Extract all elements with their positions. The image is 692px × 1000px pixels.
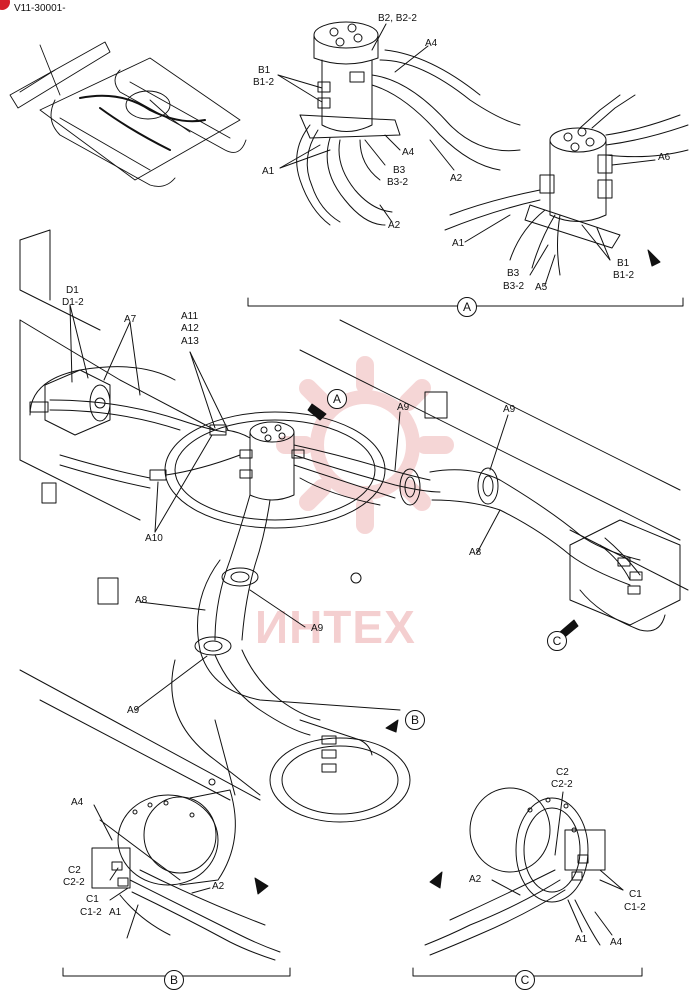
label-c-a4: A4 bbox=[610, 937, 623, 948]
label-d1: D1 bbox=[66, 285, 79, 296]
label-a8-right: A8 bbox=[469, 547, 482, 558]
label-c-c2: C2 bbox=[556, 767, 569, 778]
label-b-c2: C2 bbox=[68, 865, 81, 876]
callout-b-bottom: B bbox=[164, 970, 184, 990]
label-a13: A13 bbox=[181, 336, 199, 347]
label-b-a1: A1 bbox=[109, 907, 122, 918]
label-b-a4: A4 bbox=[71, 797, 84, 808]
label-a4-mid: A4 bbox=[402, 147, 415, 158]
label-b1-right: B1 bbox=[617, 258, 630, 269]
label-a9-1: A9 bbox=[397, 402, 410, 413]
label-a4-top: A4 bbox=[425, 38, 438, 49]
label-a12: A12 bbox=[181, 323, 199, 334]
watermark-text: ИНТЕХ bbox=[255, 601, 416, 653]
label-d1-2: D1-2 bbox=[62, 297, 84, 308]
swivel-joint-detail-left bbox=[277, 21, 521, 226]
label-a2-bottom: A2 bbox=[388, 220, 401, 231]
callout-c-main: C bbox=[547, 631, 567, 651]
motor-detail-b bbox=[91, 789, 281, 961]
watermark-gear-icon bbox=[276, 356, 454, 534]
label-c-a2: A2 bbox=[469, 874, 482, 885]
label-b-c2-2: C2-2 bbox=[63, 877, 85, 888]
label-a9-2: A9 bbox=[503, 404, 516, 415]
label-c-c1-2: C1-2 bbox=[624, 902, 646, 913]
label-c-c1: C1 bbox=[629, 889, 642, 900]
label-b3-2-right: B3-2 bbox=[503, 281, 525, 292]
swivel-joint-detail-right bbox=[444, 94, 689, 286]
machine-thumbnail bbox=[9, 41, 247, 187]
label-b1-2-left: B1-2 bbox=[253, 77, 275, 88]
label-a9-3: A9 bbox=[311, 623, 324, 634]
label-a9-4: A9 bbox=[127, 705, 140, 716]
label-a10: A10 bbox=[145, 533, 163, 544]
corner-badge-icon bbox=[0, 0, 10, 10]
label-b3-right: B3 bbox=[507, 268, 520, 279]
label-a1-left: A1 bbox=[262, 166, 275, 177]
label-b-c1: C1 bbox=[86, 894, 99, 905]
label-c-a1: A1 bbox=[575, 934, 588, 945]
main-assembly bbox=[19, 229, 689, 823]
label-b-c1-2: C1-2 bbox=[80, 907, 102, 918]
document-code: V11-30001- bbox=[14, 3, 66, 14]
callout-a-bottom: A bbox=[457, 297, 477, 317]
label-b1-left: B1 bbox=[258, 65, 271, 76]
callout-a-main: A bbox=[327, 389, 347, 409]
label-b2-b2-2: B2, B2-2 bbox=[378, 13, 417, 24]
label-a11: A11 bbox=[181, 311, 199, 322]
label-a2-top: A2 bbox=[450, 173, 463, 184]
label-a5: A5 bbox=[535, 282, 548, 293]
label-b1-2-right: B1-2 bbox=[613, 270, 635, 281]
label-b3-2-left: B3-2 bbox=[387, 177, 409, 188]
callout-c-bottom: C bbox=[515, 970, 535, 990]
label-a8-left: A8 bbox=[135, 595, 148, 606]
label-a1-right: A1 bbox=[452, 238, 465, 249]
label-b3-left: B3 bbox=[393, 165, 406, 176]
label-a6: A6 bbox=[658, 152, 671, 163]
label-a7: A7 bbox=[124, 314, 137, 325]
label-b-a2: A2 bbox=[212, 881, 225, 892]
label-c-c2-2: C2-2 bbox=[551, 779, 573, 790]
callout-b-main: B bbox=[405, 710, 425, 730]
motor-detail-c bbox=[424, 787, 624, 956]
